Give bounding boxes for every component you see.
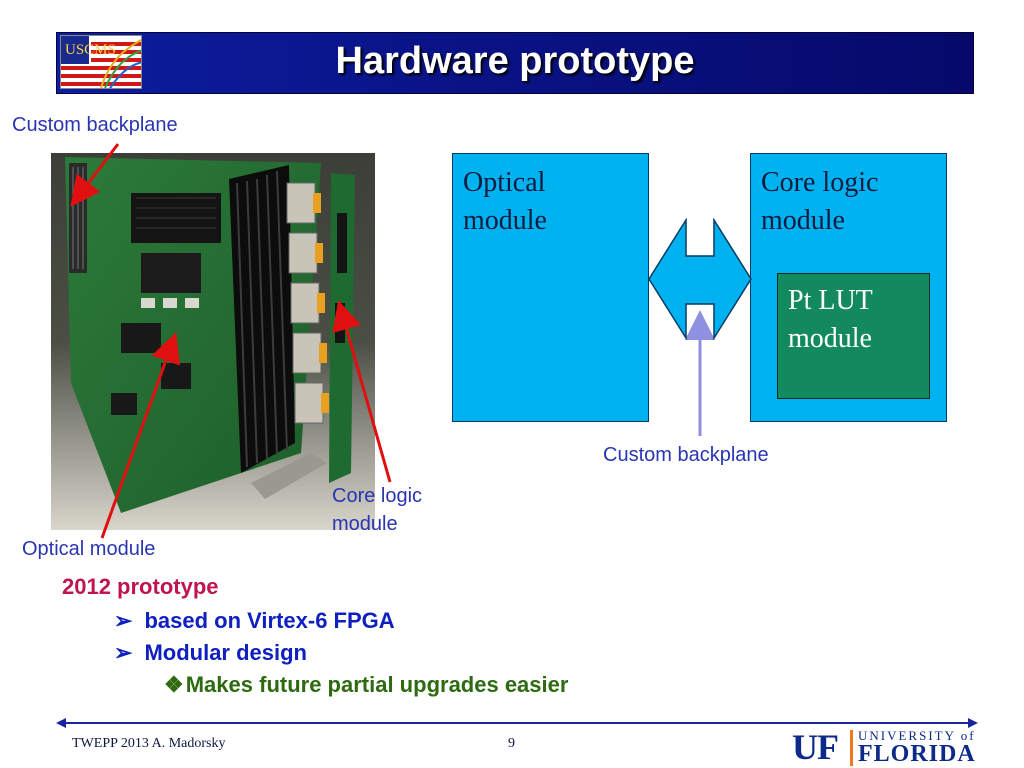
optical-module-line2: module (463, 205, 547, 236)
arrow-to-optical-module (100, 332, 180, 539)
arrow-to-backplane (70, 143, 120, 207)
diagram-label-custom-backplane: Custom backplane (603, 444, 769, 466)
core-logic-module-line2: module (761, 205, 845, 236)
arrow-bullet-icon: ➢ (114, 608, 133, 633)
module-connection-arrow (648, 218, 752, 340)
bullet-virtex6-text: based on Virtex-6 FPGA (144, 608, 395, 633)
photo-label-core-logic-line2: module (332, 513, 398, 535)
slide-title: Hardware prototype (335, 40, 695, 82)
logo-lettering: USCMS (65, 42, 116, 58)
bullet-virtex6: ➢ based on Virtex-6 FPGA (114, 608, 395, 634)
title-bar: Hardware prototype (56, 32, 974, 94)
photo-label-custom-backplane: Custom backplane (12, 114, 178, 136)
optical-module-line1: Optical (463, 167, 546, 198)
core-logic-module-box: Core logic module Pt LUT module (750, 153, 947, 422)
uf-logo: UF UNIVERSITY of FLORIDA (792, 727, 1008, 768)
uf-logo-divider (850, 730, 853, 766)
arrow-to-core-logic (332, 300, 392, 483)
pt-lut-module-text: Pt LUT module (788, 282, 873, 358)
bullet-partial-upgrades-text: Makes future partial upgrades easier (185, 672, 569, 697)
bullet-2012-prototype: 2012 prototype (62, 574, 219, 599)
diamond-bullet-icon: ❖ (164, 672, 184, 697)
bullet-partial-upgrades: ❖Makes future partial upgrades easier (164, 672, 568, 698)
page-number: 9 (508, 736, 515, 751)
pt-lut-module-line2: module (788, 323, 872, 354)
uf-florida: FLORIDA (858, 741, 976, 767)
pt-lut-module-box: Pt LUT module (777, 273, 930, 399)
optical-module-text: Optical module (463, 164, 547, 240)
uf-university-of: UNIVERSITY of (858, 728, 976, 743)
footer-author: TWEPP 2013 A. Madorsky (72, 736, 226, 751)
core-logic-module-text: Core logic module (761, 164, 878, 240)
optical-module-box: Optical module (452, 153, 649, 422)
photo-label-core-logic-line1: Core logic (332, 485, 423, 507)
photo-label-optical-module: Optical module (22, 538, 156, 560)
bullet-modular-design-text: Modular design (144, 640, 307, 665)
uf-mark: UF (792, 727, 839, 767)
uscms-logo-graphic: USCMS (61, 36, 141, 88)
pt-lut-module-line1: Pt LUT (788, 285, 873, 316)
photo-label-core-logic: Core logic module (332, 482, 422, 538)
bullet-modular-design: ➢ Modular design (114, 640, 307, 666)
footer-rule (56, 718, 978, 728)
arrow-bullet-icon: ➢ (114, 640, 133, 665)
core-logic-module-line1: Core logic (761, 167, 879, 198)
uscms-logo: USCMS (60, 35, 142, 89)
